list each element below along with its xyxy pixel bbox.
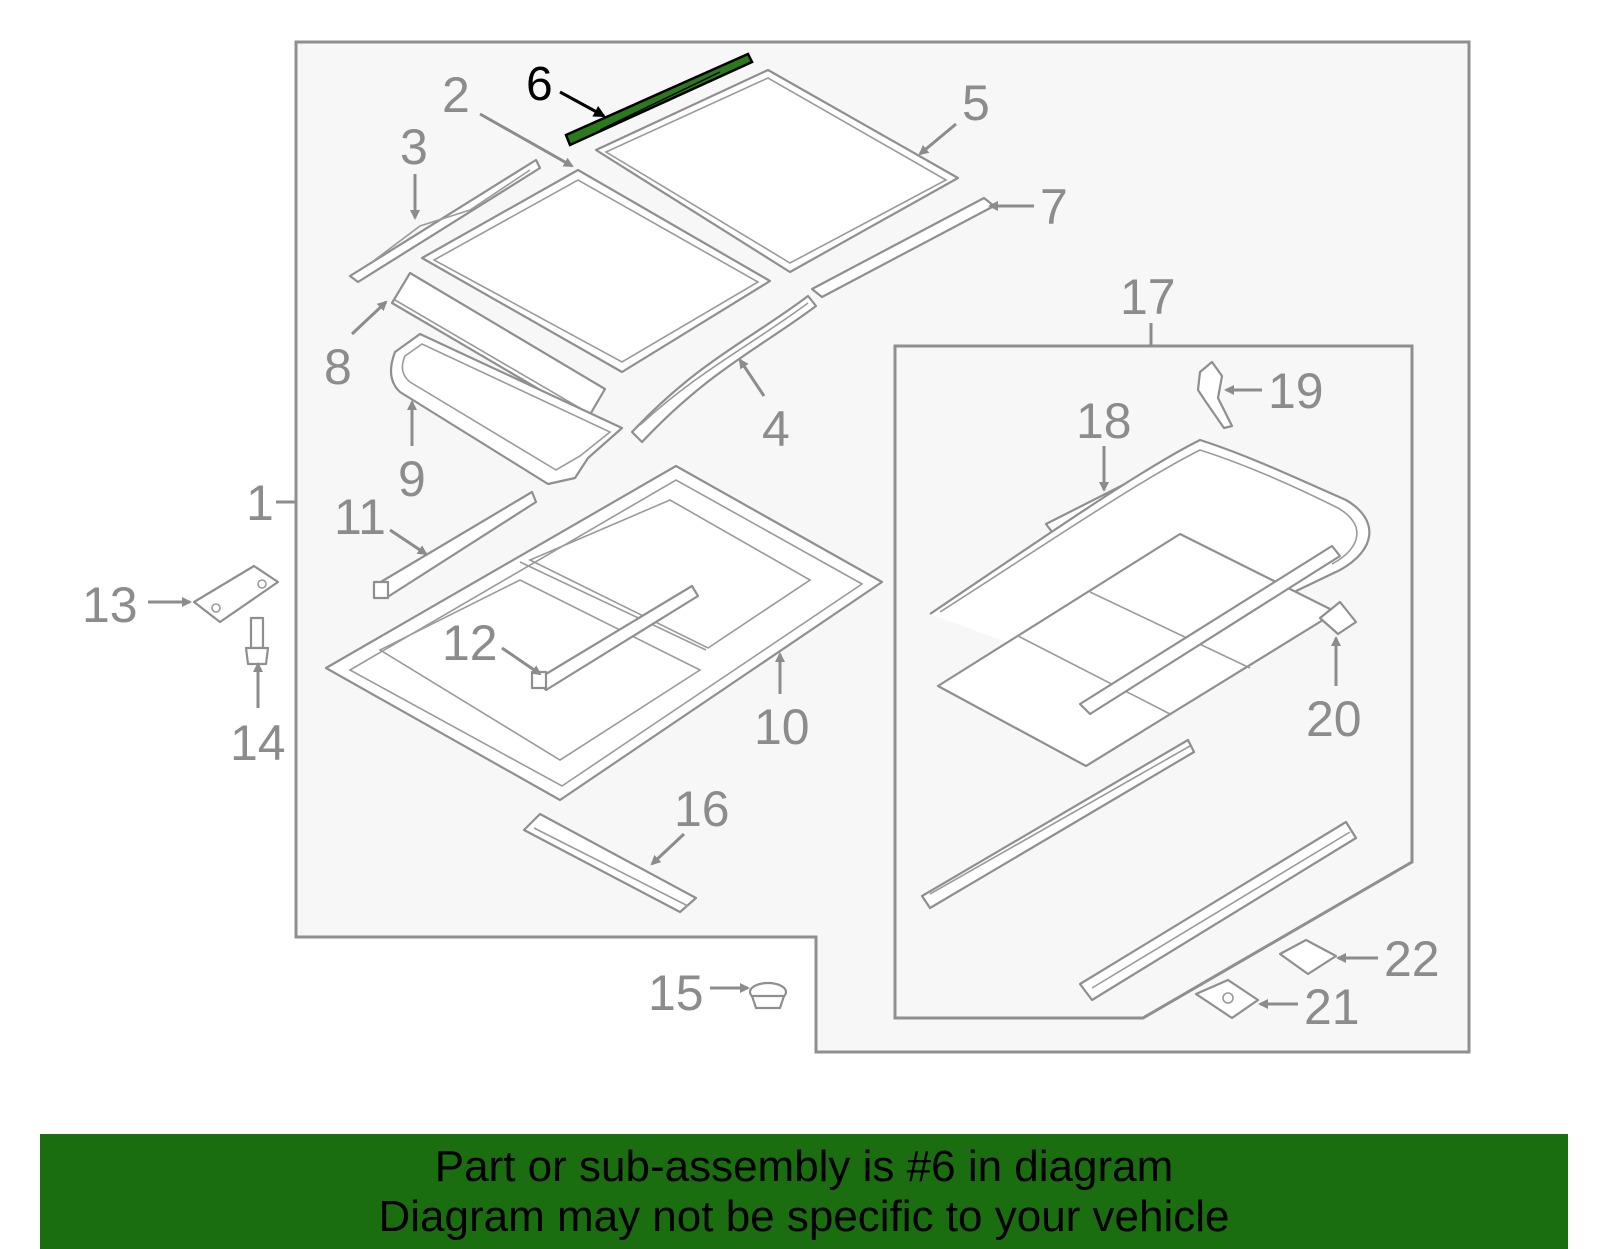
callout-10: 10: [754, 699, 810, 755]
part-15-grommet[interactable]: [748, 981, 788, 1010]
part-5-rear-glass[interactable]: [594, 68, 960, 274]
part-13-hinge[interactable]: [192, 564, 280, 624]
callout-19: 19: [1268, 363, 1324, 419]
part-19-bracket[interactable]: [1196, 360, 1234, 430]
callout-15: 15: [648, 965, 704, 1021]
callout-22: 22: [1384, 931, 1440, 987]
callout-12: 12: [442, 615, 498, 671]
banner-line-1: Part or sub-assembly is #6 in diagram: [434, 1142, 1174, 1191]
part-20-bracket[interactable]: [1318, 600, 1358, 636]
part-8-frame[interactable]: [390, 271, 607, 420]
part-9-seal-ring[interactable]: [389, 332, 624, 486]
lower-rail-front[interactable]: [920, 738, 1196, 910]
part-4-curved-rail[interactable]: [630, 294, 818, 444]
callout-17: 17: [1120, 269, 1176, 325]
callout-13: 13: [82, 577, 138, 633]
callout-18: 18: [1076, 393, 1132, 449]
callout-14: 14: [230, 715, 286, 771]
callout-8: 8: [324, 339, 352, 395]
part-14-bolt[interactable]: [244, 616, 270, 666]
callout-4: 4: [762, 401, 790, 457]
part-2-front-glass[interactable]: [420, 168, 772, 374]
part-11-bar[interactable]: [372, 490, 538, 600]
callout-3: 3: [400, 119, 428, 175]
part-3-deflector[interactable]: [348, 158, 542, 284]
callout-6: 6: [526, 58, 553, 111]
info-banner: Part or sub-assembly is #6 in diagram Di…: [40, 1134, 1568, 1249]
part-10-roof-frame[interactable]: [324, 464, 884, 802]
callout-9: 9: [398, 451, 426, 507]
banner-line-2: Diagram may not be specific to your vehi…: [378, 1192, 1230, 1241]
callout-21: 21: [1304, 979, 1360, 1035]
callout-2: 2: [442, 67, 470, 123]
callout-5: 5: [962, 75, 990, 131]
callout-1: 1: [246, 475, 274, 531]
part-6-seal-highlighted[interactable]: [564, 52, 754, 147]
callout-11: 11: [334, 489, 386, 545]
callout-16: 16: [674, 781, 730, 837]
part-16-bracket[interactable]: [522, 812, 698, 914]
lower-rail-rear[interactable]: [1078, 820, 1358, 1002]
callout-7: 7: [1040, 179, 1068, 235]
callout-20: 20: [1306, 691, 1362, 747]
sunshade-panel[interactable]: [936, 532, 1342, 768]
